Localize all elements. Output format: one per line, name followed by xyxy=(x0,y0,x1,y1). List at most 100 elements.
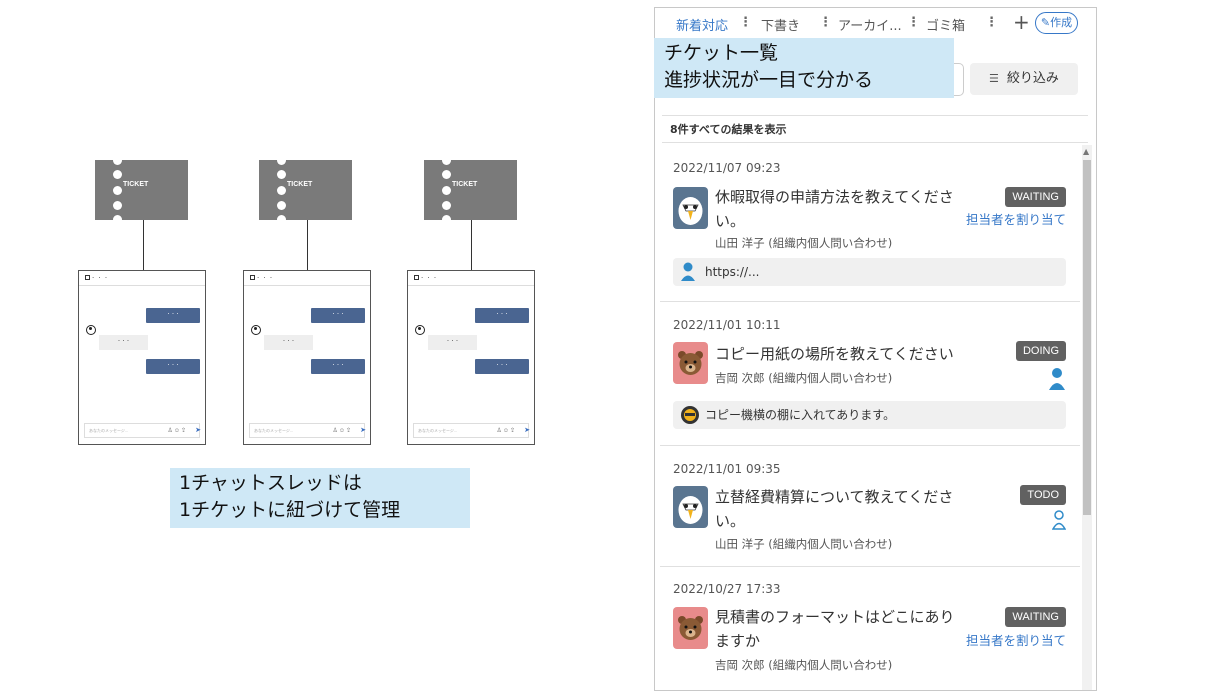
ticket-card[interactable]: 2022/10/27 17:33 見積書のフォーマットはどこにありますか 吉岡 … xyxy=(660,567,1080,690)
chat-menu: · · · xyxy=(257,274,274,282)
agent-avatar-icon xyxy=(680,405,700,435)
scrollbar-thumb[interactable] xyxy=(1083,160,1091,515)
ticket-title: 立替経費精算について教えてください。 xyxy=(715,488,954,530)
input-tools-icon: ♙☺⇪ xyxy=(496,428,516,434)
caption-line-2: 1チケットに紐づけて管理 xyxy=(179,499,401,521)
tab-drafts-menu-icon[interactable]: ⋮ xyxy=(819,15,832,30)
eagle-avatar-icon xyxy=(673,486,708,528)
status-badge: WAITING xyxy=(1005,607,1066,627)
chat-bubble-other: · · · xyxy=(264,335,313,350)
chat-bubble-other: · · · xyxy=(99,335,148,350)
ticket-requester: 吉岡 次郎 (組織内個人問い合わせ) xyxy=(715,658,893,672)
reply-text: コピー機横の棚に入れてあります。 xyxy=(705,408,896,422)
ticket-date: 2022/10/27 17:33 xyxy=(673,582,781,596)
overlay-line-2: 進捗状況が一目で分かる xyxy=(664,69,874,91)
create-label: 作成 xyxy=(1050,16,1073,29)
assignee-icon[interactable] xyxy=(1048,367,1066,395)
tab-new-menu-icon[interactable]: ⋮ xyxy=(739,15,752,30)
user-avatar-icon xyxy=(86,325,96,335)
status-badge: WAITING xyxy=(1005,187,1066,207)
overlay-line-1: チケット一覧 xyxy=(664,42,779,64)
tab-new[interactable]: 新着対応 xyxy=(676,19,729,34)
tab-archive[interactable]: アーカイ... xyxy=(838,19,902,34)
diagram-caption: 1チャットスレッドは 1チケットに紐づけて管理 xyxy=(170,468,470,528)
expand-icon xyxy=(414,275,419,280)
filter-button[interactable]: ☰ 絞り込み xyxy=(970,63,1078,95)
chat-bubble-other: · · · xyxy=(428,335,477,350)
latest-reply: https://... xyxy=(673,258,1066,286)
ticket-icon: TICKET xyxy=(95,156,188,224)
connector-line xyxy=(471,220,472,270)
tab-archive-menu-icon[interactable]: ⋮ xyxy=(907,15,920,30)
latest-reply: コピー機横の棚に入れてあります。 xyxy=(673,401,1066,429)
tab-drafts[interactable]: 下書き xyxy=(761,19,801,34)
pencil-icon: ✎ xyxy=(1040,16,1051,29)
ticket-label: TICKET xyxy=(452,181,478,188)
ticket-title: コピー用紙の場所を教えてください xyxy=(715,345,954,363)
bear-avatar-icon xyxy=(673,607,708,649)
ticket-card[interactable]: 2022/11/01 09:35 立替経費精算について教えてください。 山田 洋… xyxy=(660,446,1080,567)
tab-trash-menu-icon[interactable]: ⋮ xyxy=(985,15,998,30)
chat-bubble-self: · · · xyxy=(475,359,529,374)
filter-icon: ☰ xyxy=(989,72,999,85)
eagle-avatar-icon xyxy=(673,187,708,229)
reply-text: https://... xyxy=(705,265,760,279)
user-avatar-icon xyxy=(251,325,261,335)
results-count: 8件すべての結果を表示 xyxy=(662,115,1088,143)
send-icon: ➤ xyxy=(524,427,530,434)
ticket-requester: 吉岡 次郎 (組織内個人問い合わせ) xyxy=(715,371,893,385)
chat-bubble-self: · · · xyxy=(146,359,200,374)
ticket-date: 2022/11/07 09:23 xyxy=(673,161,781,175)
caption-line-1: 1チャットスレッドは xyxy=(179,472,362,494)
ticket-icon: TICKET xyxy=(259,156,352,224)
assign-button[interactable]: 担当者を割り当て xyxy=(965,212,1066,227)
input-tools-icon: ♙☺⇪ xyxy=(167,428,187,434)
connector-line xyxy=(307,220,308,270)
send-icon: ➤ xyxy=(195,427,201,434)
chat-input: あなたのメッセージ... ♙☺⇪ ➤ xyxy=(84,423,201,438)
ticket-list-panel: 新着対応 ⋮ 下書き ⋮ アーカイ... ⋮ ゴミ箱 ⋮ + ✎作成 ☰ 絞り込み… xyxy=(654,7,1097,691)
chat-thread-window: · · · · · · · · · · · · あなたのメッセージ... ♙☺⇪… xyxy=(78,270,206,445)
ticket-requester: 山田 洋子 (組織内個人問い合わせ) xyxy=(715,537,893,551)
chat-menu: · · · xyxy=(421,274,438,282)
status-badge: TODO xyxy=(1020,485,1066,505)
assignee-icon[interactable] xyxy=(1051,510,1067,534)
tab-trash[interactable]: ゴミ箱 xyxy=(926,19,966,34)
chat-input-placeholder: あなたのメッセージ... xyxy=(254,428,294,433)
chat-bubble-self: · · · xyxy=(311,359,365,374)
agent-avatar-icon xyxy=(680,262,696,292)
chat-bubble-self: · · · xyxy=(475,308,529,323)
ticket-icon: TICKET xyxy=(424,156,517,224)
chat-input-placeholder: あなたのメッセージ... xyxy=(418,428,458,433)
expand-icon xyxy=(250,275,255,280)
chat-thread-window: · · · · · · · · · · · · あなたのメッセージ... ♙☺⇪… xyxy=(243,270,371,445)
input-tools-icon: ♙☺⇪ xyxy=(332,428,352,434)
ticket-list: 2022/11/07 09:23 休暇取得の申請方法を教えてください。 山田 洋… xyxy=(660,145,1080,690)
chat-input: あなたのメッセージ... ♙☺⇪ ➤ xyxy=(413,423,530,438)
ticket-label: TICKET xyxy=(123,181,149,188)
ticket-card[interactable]: 2022/11/07 09:23 休暇取得の申請方法を教えてください。 山田 洋… xyxy=(660,145,1080,302)
ticket-date: 2022/11/01 10:11 xyxy=(673,318,781,332)
create-button[interactable]: ✎作成 xyxy=(1035,12,1078,34)
filter-label: 絞り込み xyxy=(1006,71,1059,86)
chat-thread-window: · · · · · · · · · · · · あなたのメッセージ... ♙☺⇪… xyxy=(407,270,535,445)
ticket-list-caption: チケット一覧 進捗状況が一目で分かる xyxy=(654,38,954,98)
expand-icon xyxy=(85,275,90,280)
assign-button[interactable]: 担当者を割り当て xyxy=(965,633,1066,648)
status-badge: DOING xyxy=(1015,341,1066,361)
ticket-label: TICKET xyxy=(287,181,313,188)
chat-input-placeholder: あなたのメッセージ... xyxy=(89,428,129,433)
ticket-card[interactable]: 2022/11/01 10:11 コピー用紙の場所を教えてください 吉岡 次郎 … xyxy=(660,302,1080,446)
chat-bubble-self: · · · xyxy=(146,308,200,323)
chat-menu: · · · xyxy=(92,274,109,282)
tab-bar: 新着対応 ⋮ 下書き ⋮ アーカイ... ⋮ ゴミ箱 ⋮ + ✎作成 xyxy=(655,8,1096,40)
ticket-title: 休暇取得の申請方法を教えてください。 xyxy=(715,188,954,230)
scroll-up-icon[interactable]: ▲ xyxy=(1083,147,1090,156)
connector-line xyxy=(143,220,144,270)
add-tab-icon[interactable]: + xyxy=(1013,10,1030,34)
send-icon: ➤ xyxy=(360,427,366,434)
chat-bubble-self: · · · xyxy=(311,308,365,323)
chat-input: あなたのメッセージ... ♙☺⇪ ➤ xyxy=(249,423,366,438)
ticket-requester: 山田 洋子 (組織内個人問い合わせ) xyxy=(715,236,893,250)
ticket-date: 2022/11/01 09:35 xyxy=(673,462,781,476)
